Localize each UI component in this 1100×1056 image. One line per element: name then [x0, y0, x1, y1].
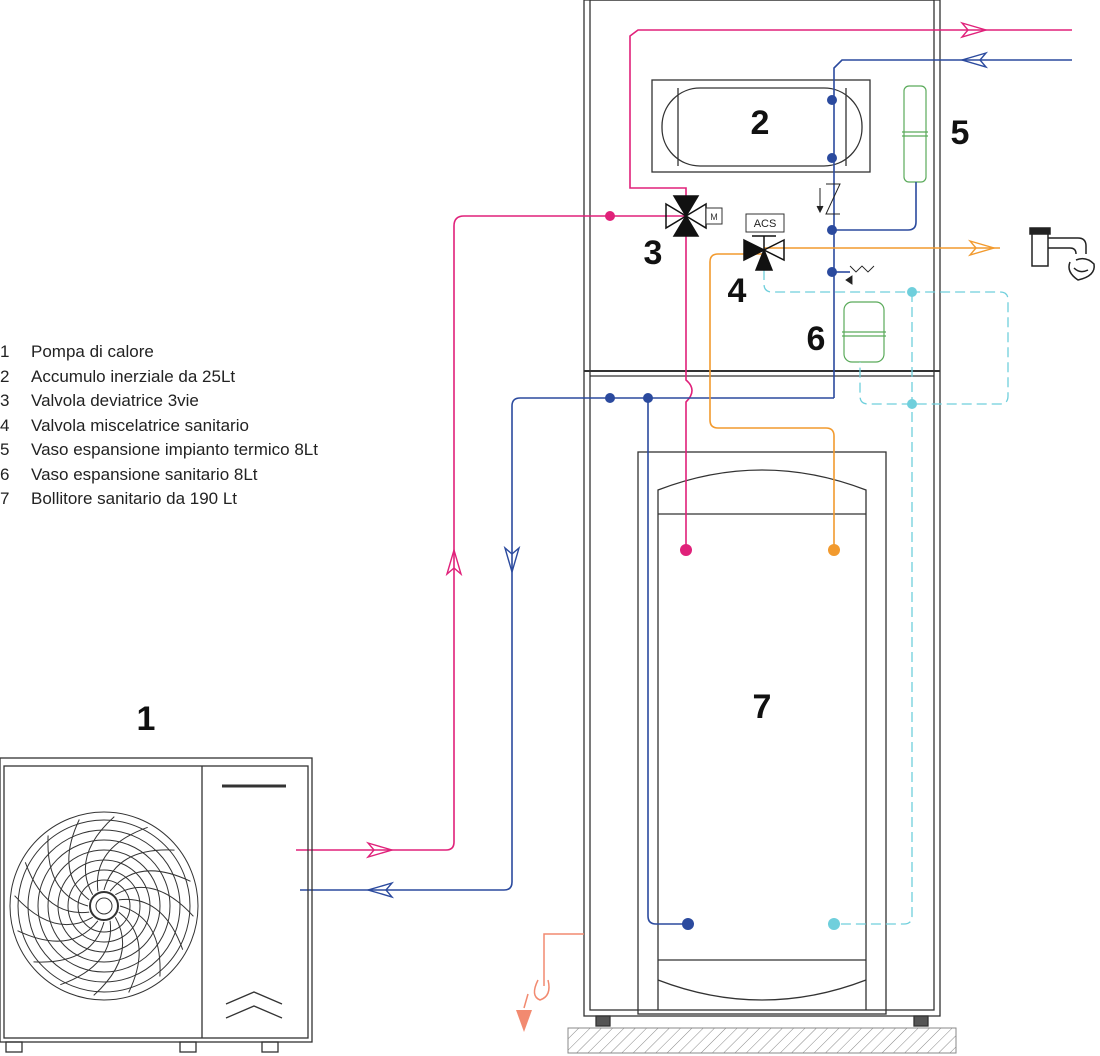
legend-number: 1: [0, 342, 10, 361]
buffer-tank: [651, 79, 871, 173]
legend-text: Accumulo inerziale da 25Lt: [31, 366, 236, 386]
mixing-valve-icon: [743, 213, 785, 271]
legend-text: Vaso espansione impianto termico 8Lt: [31, 440, 318, 459]
legend-number: 7: [0, 489, 10, 508]
label-diverter-valve: 3: [644, 234, 663, 272]
connection-dots: [605, 95, 917, 930]
label-buffer-tank: 2: [751, 104, 770, 142]
flow-arrow-icon: [365, 21, 989, 859]
check-valve-icon: [816, 183, 841, 215]
label-mixing-valve: 4: [728, 272, 747, 310]
floor-hatch: [567, 1027, 957, 1054]
legend-text: Vaso espansione sanitario 8Lt: [31, 464, 258, 484]
svg-text:M: M: [710, 212, 718, 222]
indoor-unit-cabinet: [583, 0, 941, 1027]
dhw-cylinder: [637, 451, 887, 1015]
cold-water-pipe: [763, 270, 1009, 925]
heating-expansion-vessel: [902, 85, 928, 183]
label-dhw-cylinder: 7: [753, 688, 772, 726]
dhw-expansion-vessel: [842, 301, 886, 363]
legend-text: Pompa di calore: [31, 342, 154, 361]
label-heat-pump: 1: [137, 700, 156, 738]
diverter-valve-icon: M: [665, 195, 723, 237]
legend-item: 6 Vaso espansione sanitario 8Lt: [0, 463, 318, 488]
legend-number: 2: [0, 366, 10, 386]
hot-water-pipe: [709, 247, 1000, 550]
flow-pipe: [296, 29, 1072, 851]
legend-number: 3: [0, 391, 10, 410]
acs-label: ACS: [754, 218, 777, 230]
legend-item: 4 Valvola miscelatrice sanitario: [0, 414, 318, 439]
drain-pipe: [523, 933, 584, 1009]
legend-item: 3 Valvola deviatrice 3vie: [0, 389, 318, 414]
label-dhw-expansion-vessel: 6: [807, 320, 826, 358]
legend-item: 5 Vaso espansione impianto termico 8Lt: [0, 438, 318, 463]
legend-number: 6: [0, 464, 10, 484]
fan-grille-icon: [9, 811, 199, 1001]
legend-item: 2 Accumulo inerziale da 25Lt: [0, 365, 318, 390]
safety-valve-icon: [845, 265, 875, 285]
label-heating-expansion-vessel: 5: [951, 114, 970, 152]
drain-arrow-icon: [516, 1010, 532, 1032]
legend-text: Valvola deviatrice 3vie: [31, 391, 199, 410]
legend-item: 7 Bollitore sanitario da 190 Lt: [0, 487, 318, 512]
legend-number: 4: [0, 415, 10, 435]
legend: 1 Pompa di calore 2 Accumulo inerziale da …: [0, 340, 318, 512]
legend-text: Bollitore sanitario da 190 Lt: [31, 489, 238, 508]
return-arrow-icon: [365, 51, 989, 899]
legend-item: 1 Pompa di calore: [0, 340, 318, 365]
hot-water-arrow-icon: [967, 239, 997, 257]
heat-pump-unit: [0, 757, 313, 1053]
faucet-icon: [1029, 227, 1095, 281]
fan-blades-icon: [14, 816, 194, 996]
legend-number: 5: [0, 440, 10, 459]
legend-text: Valvola miscelatrice sanitario: [31, 415, 249, 435]
